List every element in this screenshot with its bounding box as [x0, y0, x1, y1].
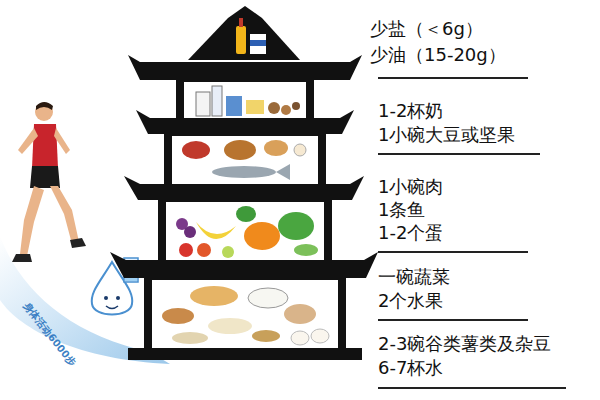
soy-nut-label: 1小碗大豆或坚果 [378, 124, 515, 146]
egg-label: 1-2个蛋 [378, 222, 443, 244]
meat-label: 1小碗肉 [378, 176, 443, 198]
fruit-label: 2个水果 [378, 290, 443, 312]
pagoda [110, 6, 378, 360]
oil-label: 少油（15-20g） [370, 44, 506, 66]
grain-label: 2-3碗谷类薯类及杂豆 [378, 333, 551, 355]
runner-figure [12, 102, 86, 262]
vegetable-label: 一碗蔬菜 [378, 266, 450, 288]
salt-label: 少盐（＜6g） [370, 18, 483, 40]
fish-label: 1条鱼 [378, 199, 425, 221]
milk-label: 1-2杯奶 [378, 100, 443, 122]
separator-lines [378, 78, 566, 388]
water-label: 6-7杯水 [378, 357, 443, 379]
